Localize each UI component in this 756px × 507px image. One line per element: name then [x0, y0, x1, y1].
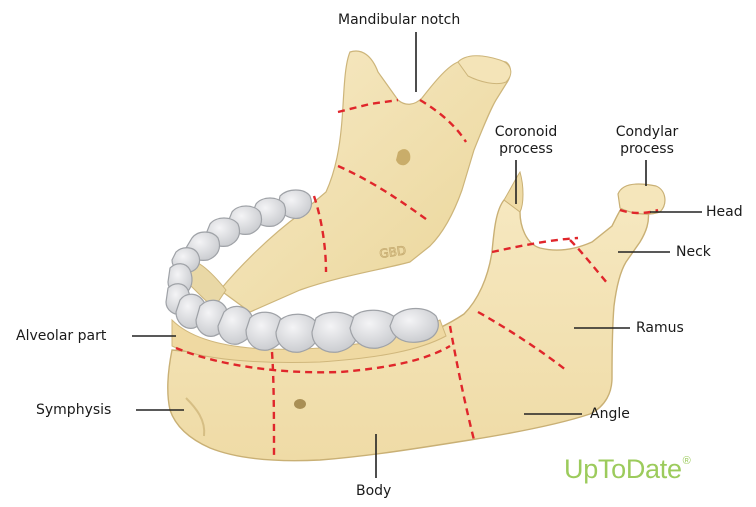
label-symphysis: Symphysis — [36, 402, 111, 419]
far-ramus: GBD — [220, 51, 511, 312]
watermark-text: UpToDate — [564, 454, 682, 484]
registered-mark: ® — [683, 455, 691, 467]
label-mandibular-notch: Mandibular notch — [338, 12, 460, 29]
label-angle: Angle — [590, 406, 630, 423]
uptodate-watermark: UpToDate® — [564, 454, 690, 485]
label-coronoid-process: Coronoid process — [484, 124, 568, 158]
label-alveolar-part: Alveolar part — [16, 328, 106, 345]
label-neck: Neck — [676, 244, 711, 261]
label-ramus: Ramus — [636, 320, 684, 337]
label-body: Body — [356, 483, 391, 500]
label-condylar-process: Condylar process — [605, 124, 689, 158]
label-head: Head — [706, 204, 743, 221]
